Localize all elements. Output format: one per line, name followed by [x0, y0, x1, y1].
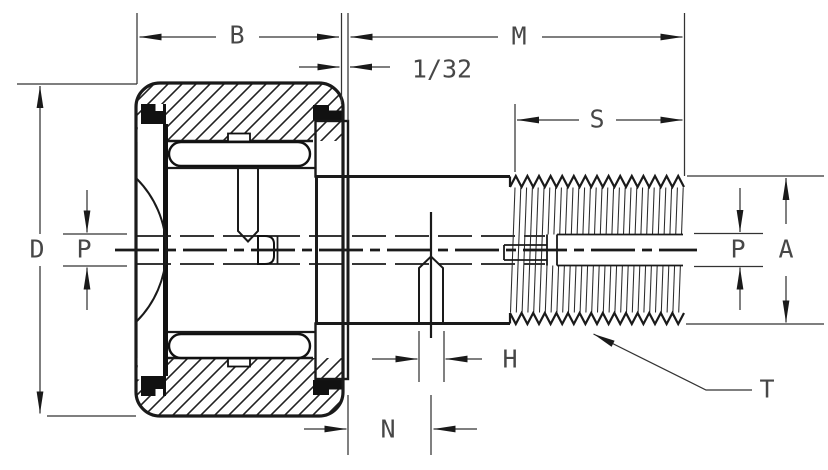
- dim-label-p-left: P: [74, 234, 94, 264]
- dim-label-b: B: [227, 20, 247, 50]
- needle-rollers: [167, 140, 316, 360]
- dim-label-h: H: [500, 344, 520, 374]
- thread-fill-lines: [509, 187, 684, 313]
- dim-label-n: N: [378, 414, 398, 444]
- ring-lube-notch-top: [227, 132, 251, 143]
- grease-passages: [137, 168, 545, 338]
- dim-label-d: D: [27, 234, 47, 264]
- ring-lube-notch-bottom: [227, 357, 251, 368]
- radial-hole-top: [237, 168, 259, 243]
- dim-t-leader: [593, 333, 752, 391]
- extension-lines: [17, 13, 824, 455]
- dim-label-offset: 1/32: [409, 54, 475, 84]
- dimension-arrows: [36, 33, 790, 433]
- dim-label-s: S: [587, 104, 607, 134]
- thread-crest-bottom: [509, 310, 685, 327]
- needle-roller-top: [167, 140, 312, 168]
- thread-crest-top: [509, 173, 685, 190]
- dim-label-t: T: [757, 374, 777, 404]
- stud-body: [316, 175, 510, 325]
- dim-label-m: M: [509, 21, 529, 51]
- dim-label-p-right: P: [728, 234, 748, 264]
- seals-right: [313, 105, 342, 395]
- dim-label-a: A: [776, 234, 796, 264]
- needle-roller-bottom: [167, 332, 312, 360]
